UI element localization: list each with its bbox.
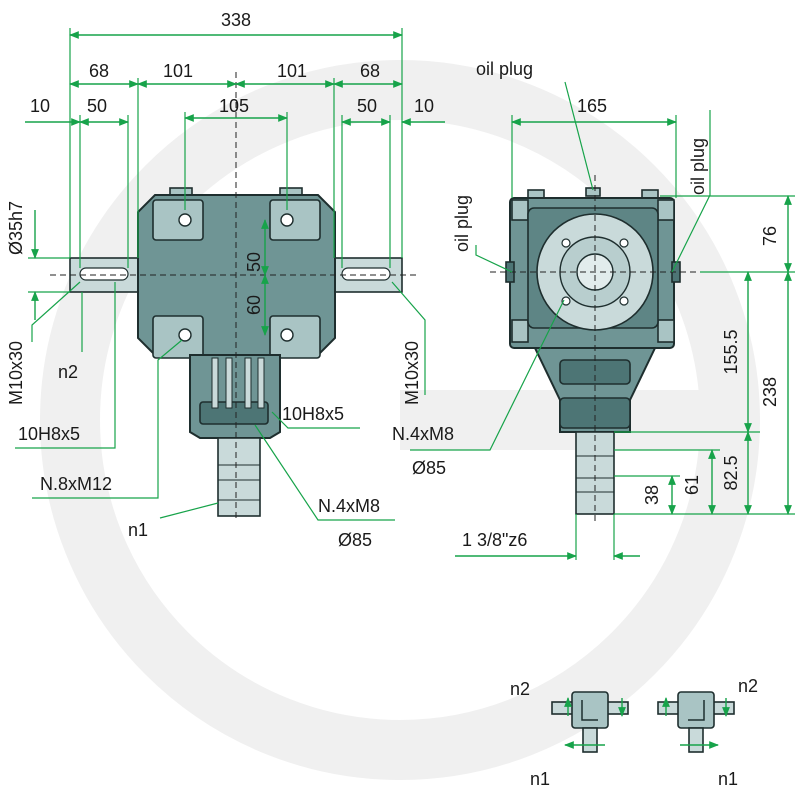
legend-n1-right: n1 [718, 769, 738, 789]
legend-n2-right: n2 [738, 676, 758, 696]
label-n1: n1 [128, 520, 148, 540]
plate-bottom-left [152, 315, 204, 359]
label-flange-side-dia: Ø85 [412, 458, 446, 478]
bolt-hole-icon [280, 213, 294, 227]
dim-left-half: 101 [163, 61, 193, 81]
dim-h-38: 38 [642, 485, 662, 505]
dim-upper-height: 50 [244, 252, 264, 272]
label-flange-front-bolts: N.4xM8 [318, 496, 380, 516]
dim-side-width: 165 [577, 96, 607, 116]
dim-mid-height: 155.5 [721, 329, 741, 374]
flange-bolt-icon [561, 238, 571, 248]
dim-top-height: 76 [760, 226, 780, 246]
plate-top-right [269, 199, 321, 241]
dim-left-key-offset: 10 [30, 96, 50, 116]
front-labels: 338 68 101 101 68 10 50 105 50 10 Ø35h7 … [6, 10, 434, 550]
label-m10-left: M10x30 [6, 341, 26, 405]
side-spline-shaft [575, 431, 615, 515]
label-oil-plug-right: oil plug [688, 138, 708, 195]
rotation-legend-right: n2 n1 [657, 676, 758, 789]
dim-left-shaft: 68 [89, 61, 109, 81]
front-spline-shaft [217, 437, 261, 517]
legend-n1-left: n1 [530, 769, 550, 789]
label-m10-right: M10x30 [402, 341, 422, 405]
dim-right-half: 101 [277, 61, 307, 81]
dim-right-key-length: 50 [357, 96, 377, 116]
label-flange-side-bolts: N.4xM8 [392, 424, 454, 444]
dim-left-key-length: 50 [87, 96, 107, 116]
side-dimensions [410, 81, 795, 560]
label-oil-plug-top: oil plug [476, 59, 533, 79]
dim-h-82-5: 82.5 [721, 455, 741, 490]
label-flange-front-dia: Ø85 [338, 530, 372, 550]
side-labels: oil plug 165 oil plug oil plug 76 155.5 … [392, 59, 780, 550]
dim-total-width: 338 [221, 10, 251, 30]
front-neck [189, 354, 281, 439]
bolt-hole-icon [280, 328, 294, 342]
bolt-hole-icon [178, 328, 192, 342]
left-keyway [79, 267, 129, 281]
flange-bolt-icon [619, 238, 629, 248]
label-spline: 1 3/8"z6 [462, 530, 527, 550]
label-bolts-front: N.8xM12 [40, 474, 112, 494]
dim-right-key-offset: 10 [414, 96, 434, 116]
front-dimensions [15, 28, 445, 521]
dim-right-shaft: 68 [360, 61, 380, 81]
right-keyway [341, 267, 391, 281]
plate-top-left [152, 199, 204, 241]
bolt-hole-icon [178, 213, 192, 227]
flange-bolt-icon [561, 296, 571, 306]
legend-n2-left: n2 [510, 679, 530, 699]
label-key-right: 10H8x5 [282, 404, 344, 424]
dim-bolt-spacing: 105 [219, 96, 249, 116]
flange-bolt-icon [619, 296, 629, 306]
side-view [490, 175, 700, 525]
label-oil-plug-left: oil plug [452, 195, 472, 252]
plate-bottom-right [269, 315, 321, 359]
rotation-legend-left: n2 n1 [510, 679, 629, 789]
label-n2: n2 [58, 362, 78, 382]
dim-h-61: 61 [682, 475, 702, 495]
dim-shaft-diameter: Ø35h7 [6, 201, 26, 255]
label-key-left: 10H8x5 [18, 424, 80, 444]
dim-lower-height: 60 [244, 295, 264, 315]
dim-full-height: 238 [760, 377, 780, 407]
